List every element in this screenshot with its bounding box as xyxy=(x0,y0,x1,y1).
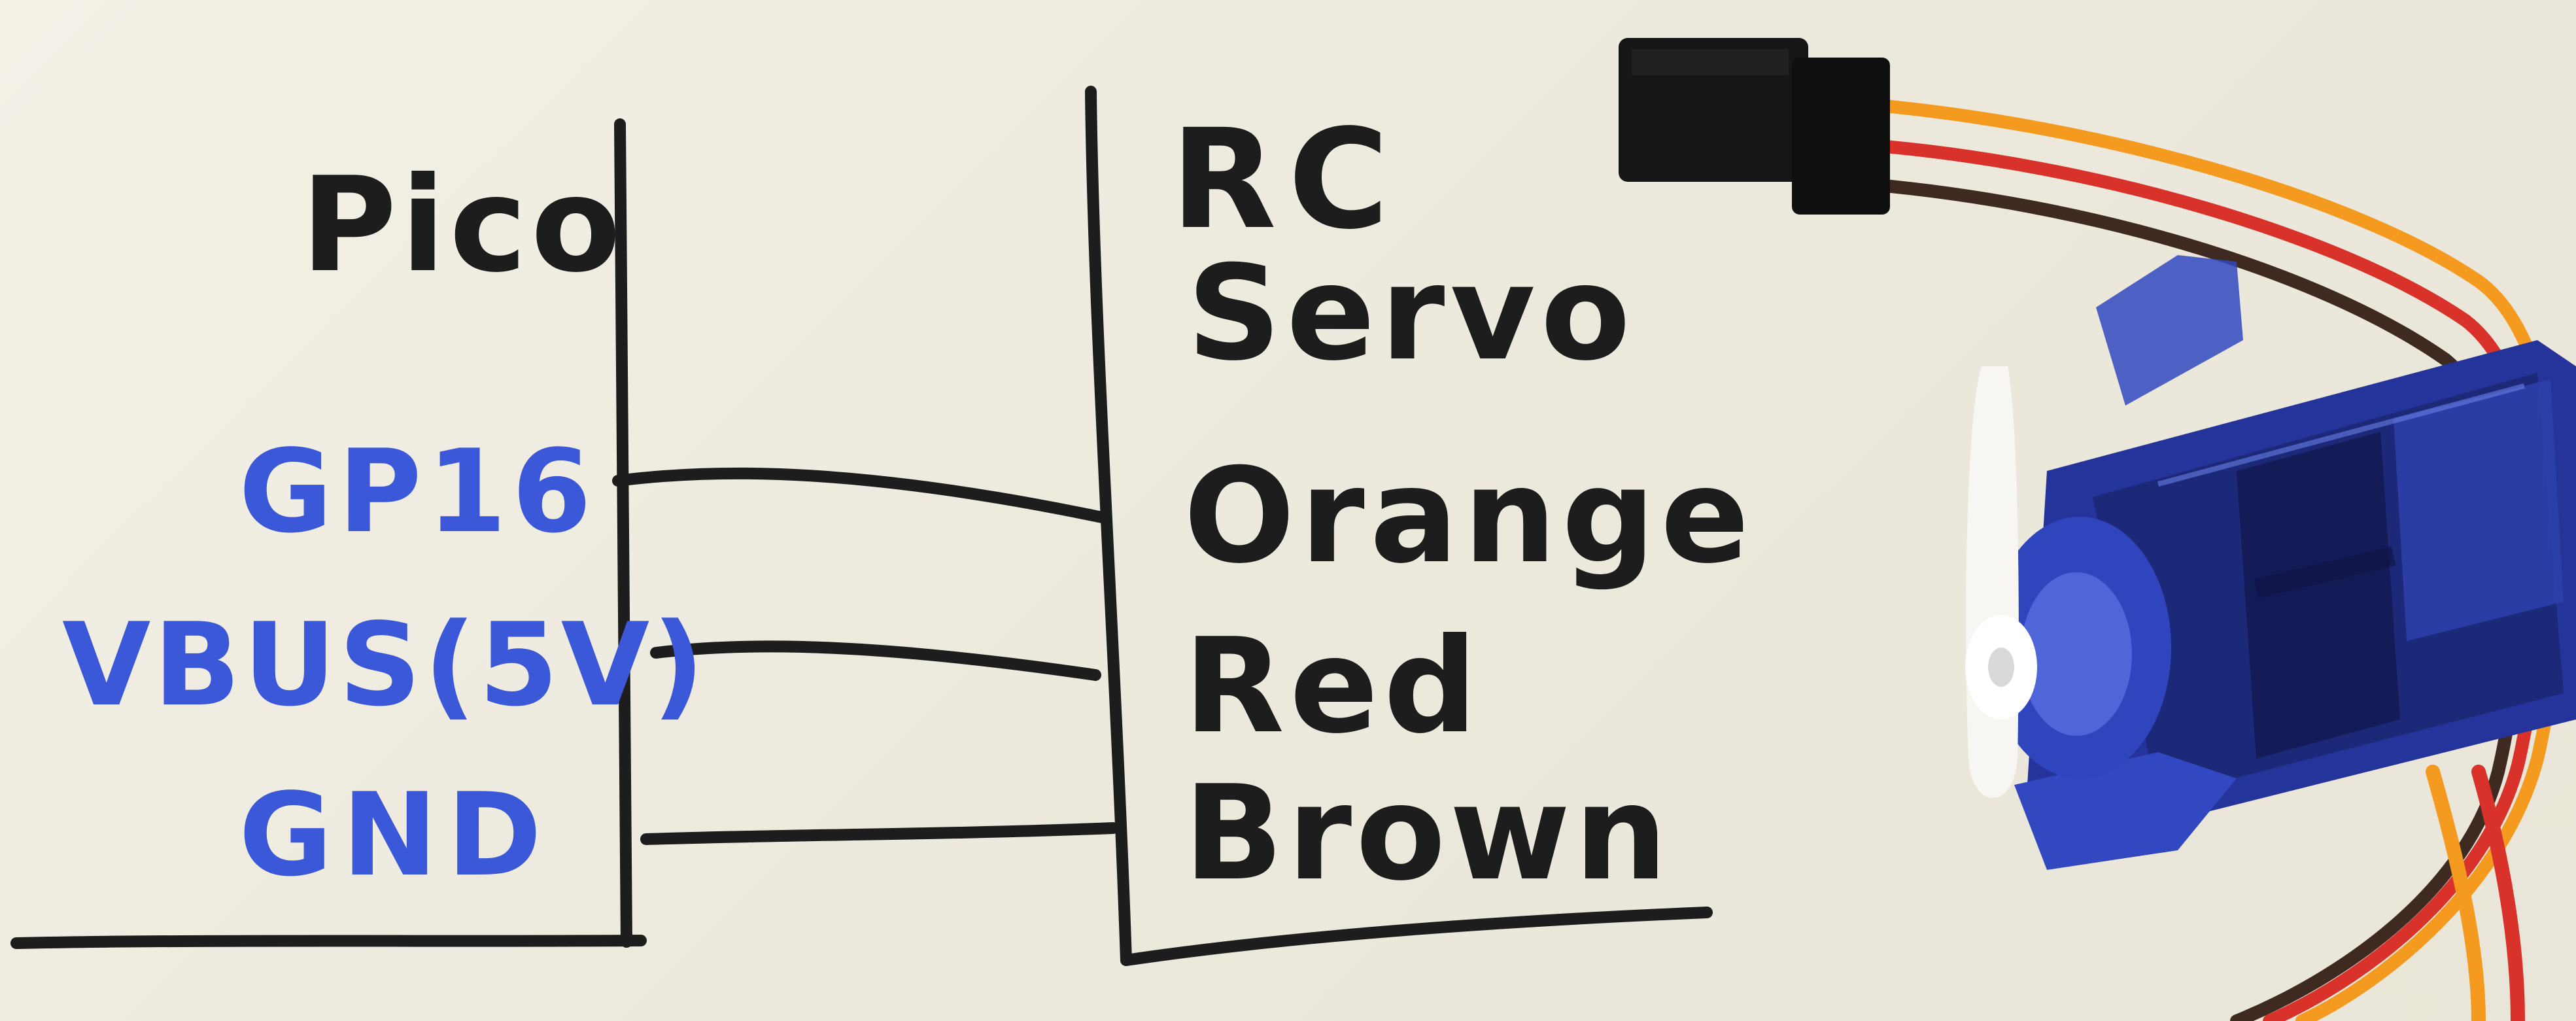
wire-label-brown: Brown xyxy=(1184,757,1672,910)
right-vertical-line xyxy=(1085,86,1132,966)
servo-body xyxy=(1965,255,2576,870)
servo-title-line1: RC xyxy=(1171,99,1401,260)
pin-label-gp16: GP16 xyxy=(239,426,597,559)
wire-label-red: Red xyxy=(1184,610,1483,763)
wire-orange-lower xyxy=(2426,765,2486,1021)
connector-line-gnd xyxy=(640,822,1119,845)
wire-red-lower xyxy=(2471,765,2525,1021)
connector-line-gp16 xyxy=(612,467,1111,524)
left-base-line xyxy=(10,935,647,949)
pico-title: Pico xyxy=(301,149,625,302)
right-base-line xyxy=(1120,907,1713,966)
pin-label-gnd: GND xyxy=(239,769,551,902)
connector-line-vbus xyxy=(650,640,1101,681)
wire-label-orange: Orange xyxy=(1184,440,1755,593)
servo-title-line2: Servo xyxy=(1187,237,1636,390)
pin-label-vbus: VBUS(5V) xyxy=(62,599,708,732)
servo-connector-plug xyxy=(1619,38,1890,215)
